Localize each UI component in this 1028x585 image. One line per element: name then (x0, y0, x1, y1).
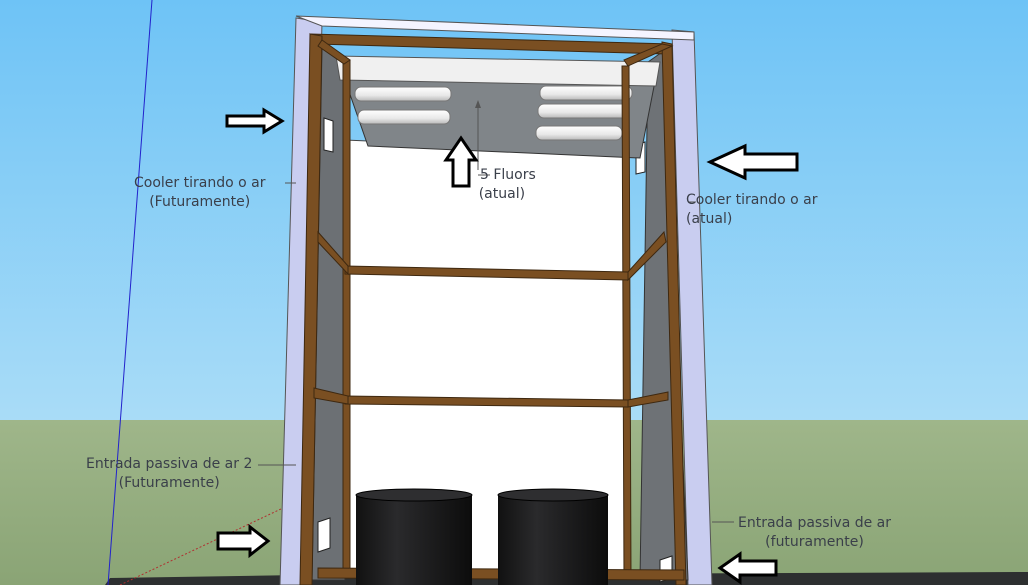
left-lower-vent (317, 517, 331, 553)
label-cooler-right: Cooler tirando o ar (atual) (686, 192, 818, 227)
pot-left (355, 488, 473, 585)
axis-blue (107, 0, 153, 585)
fluor-tube (535, 125, 623, 141)
arrow-right-icon (225, 107, 285, 135)
top-panel (295, 15, 695, 41)
fluor-tubes (354, 85, 633, 141)
arrow-right-icon (216, 523, 271, 559)
label-fluors: 5 Fluors (atual) (478, 167, 536, 202)
label-intake-left: Entrada passiva de ar 2 (Futuramente) (86, 456, 253, 491)
fluor-tube (354, 86, 452, 102)
left-vent (323, 117, 334, 153)
label-cooler-left: Cooler tirando o ar (Futuramente) (134, 175, 266, 210)
pot-right (497, 488, 609, 585)
arrow-up-icon (443, 135, 479, 188)
arrow-left-icon (717, 551, 778, 585)
fluor-tube (539, 85, 633, 101)
fluor-tube (537, 103, 629, 119)
axis-red-dotted (119, 499, 301, 585)
arrow-left-icon (706, 143, 799, 181)
leader-fluors-tip (475, 100, 481, 108)
fluor-tube (357, 109, 451, 125)
label-intake-right: Entrada passiva de ar (futuramente) (738, 515, 892, 550)
light-top-plate (335, 55, 661, 87)
